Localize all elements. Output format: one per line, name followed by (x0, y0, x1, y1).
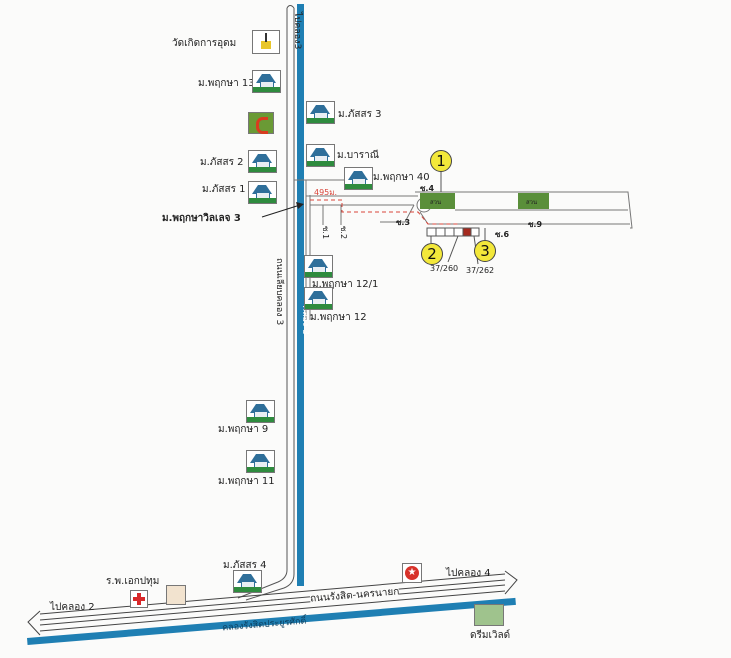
label-dreamworld: ดรีมเวิลด์ (470, 630, 511, 641)
house-icon (233, 570, 262, 593)
dreamworld-icon (474, 604, 504, 626)
label-passorn3: ม.ภัสสร 3 (338, 109, 382, 120)
house-icon (252, 70, 281, 93)
label-pruksa40: ม.พฤกษา 40 (373, 172, 430, 183)
road-label-khlong3-road: ถนนเลียบคลอง 3 (274, 258, 284, 326)
gas-station-icon: ★ (402, 563, 422, 583)
khlong3-road (237, 5, 295, 601)
main-canal (27, 597, 516, 645)
khlong3-canal (297, 4, 304, 586)
pointer-line (261, 204, 301, 218)
label-baranee: ม.บาราณี (337, 150, 379, 161)
house-icon (248, 150, 277, 173)
park-label: สวน (430, 199, 442, 206)
house-icon (246, 400, 275, 423)
house-icon (344, 167, 373, 190)
hospital-cross-icon (130, 590, 148, 608)
road-label-to-khlong4: ไปคลอง 4 (446, 568, 491, 579)
shop-logo-icon (248, 112, 274, 134)
park-1 (420, 193, 455, 209)
marker-2[interactable]: 2 (421, 243, 443, 265)
label-passorn2: ม.ภัสสร 2 (200, 157, 244, 168)
house-icon (246, 450, 275, 473)
park-2 (518, 193, 549, 209)
label-pruksa12: ม.พฤกษา 12 (310, 312, 367, 323)
park-label: สวน (526, 199, 538, 206)
canal-label-khlong3: คลอง 3 (300, 305, 310, 335)
plot-label-37-260: 37/260 (430, 264, 459, 273)
access-road (294, 179, 633, 229)
landmark-icon (166, 585, 186, 605)
soi-3-label: ซ.3 (396, 218, 411, 227)
label-pruksa13: ม.พฤกษา 13 (198, 78, 255, 89)
road-label-to-khlong2: ไปคลอง 2 (50, 602, 95, 613)
label-pruksa11: ม.พฤกษา 11 (218, 476, 275, 487)
house-icon (304, 255, 333, 278)
label-hospital: ร.พ.เอกปทุม (106, 576, 160, 587)
label-passorn4: ม.ภัสสร 4 (223, 560, 267, 571)
soi-6-label: ซ.6 (495, 230, 510, 239)
house-icon (304, 287, 333, 310)
soi-9-label: ซ.9 (528, 220, 543, 229)
house-icon (306, 144, 335, 167)
label-pruksa-village3: ม.พฤกษาวิลเลจ 3 (162, 213, 241, 224)
house-icon (248, 181, 277, 204)
label-temple: วัดเกิดการอุดม (172, 38, 237, 49)
distance-label: 495ม. (314, 188, 338, 197)
soi-1-label: ซ.1 (321, 226, 330, 240)
main-road (27, 570, 518, 636)
route-line (310, 199, 460, 225)
soi-4-label: ซ.4 (420, 184, 435, 193)
label-pruksa9: ม.พฤกษา 9 (218, 424, 269, 435)
label-pruksa12-1: ม.พฤกษา 12/1 (312, 279, 379, 290)
road-label-to-khlong3: ไปคลอง3 (292, 12, 302, 50)
plot-label-37-262: 37/262 (466, 266, 495, 275)
marker-3[interactable]: 3 (474, 240, 496, 262)
plots (426, 227, 480, 237)
house-icon (306, 101, 335, 124)
marker-1[interactable]: 1 (430, 150, 452, 172)
soi-2-label: ซ.2 (339, 226, 348, 240)
label-passorn1: ม.ภัสสร 1 (202, 184, 246, 195)
temple-icon (252, 30, 280, 54)
